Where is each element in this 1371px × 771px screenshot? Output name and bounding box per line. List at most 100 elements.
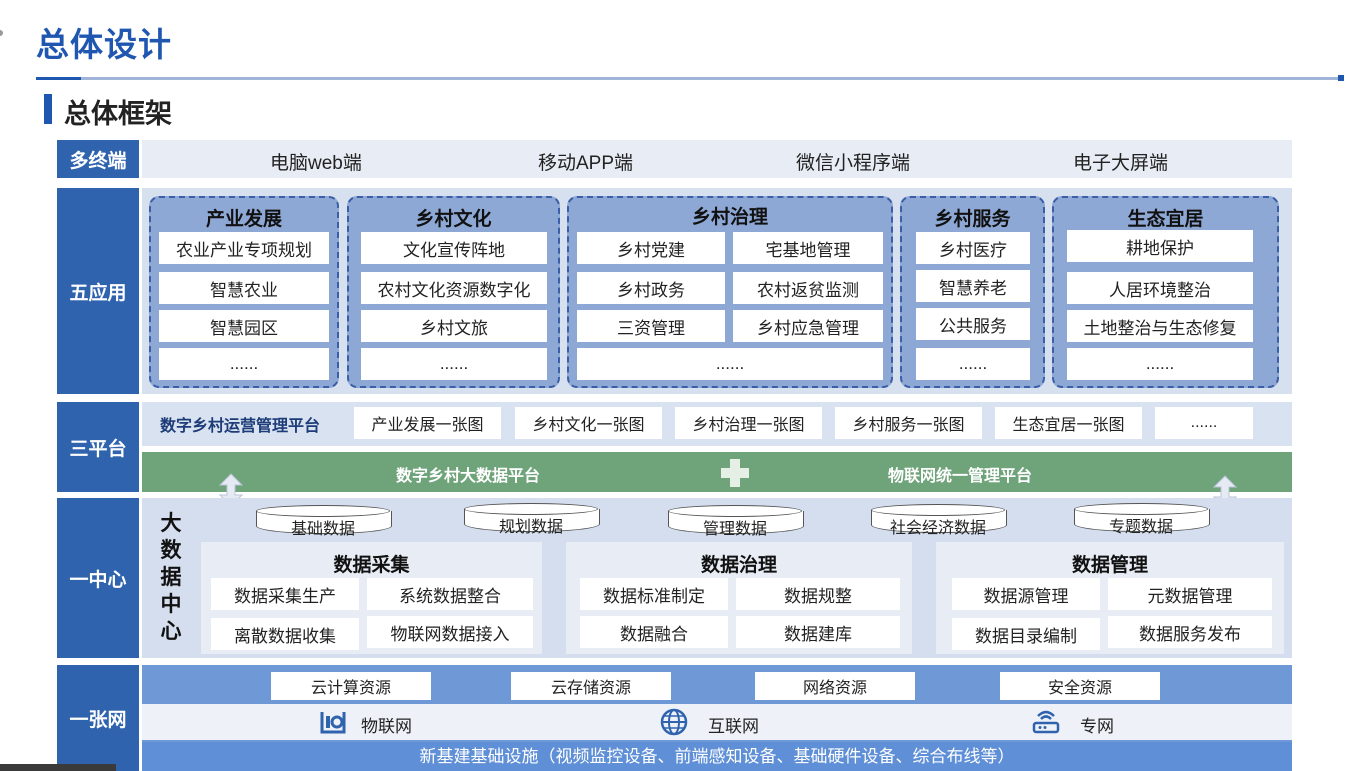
map-governance: 乡村治理一张图 [675,407,822,439]
app-item: ...... [361,348,547,380]
map-more: ...... [1155,407,1253,439]
iot-platform-label: 物联网统一管理平台 [888,468,1033,485]
app-item: 农村文化资源数字化 [361,272,547,304]
data-center-label-char: 中 [160,593,182,616]
database-label: 规划数据 [498,519,563,536]
resource-security: 安全资源 [1000,672,1160,700]
database-label: 基础数据 [290,521,355,538]
network-private-label: 专网 [1080,717,1114,736]
plus-icon-bar [721,468,749,478]
app-group-title: 乡村文化 [415,209,492,230]
app-group-service: 乡村服务 乡村医疗 智慧养老 公共服务 ...... [900,196,1045,388]
band-terminals: 多终端 [57,140,139,178]
panel-item: 数据目录编制 [952,618,1100,650]
band-center: 一中心 [57,498,139,658]
database-icon [668,511,804,534]
app-item: 智慧养老 [916,270,1030,302]
terminal-mobile-app: 移动APP端 [538,153,634,174]
map-industry: 产业发展一张图 [354,407,501,439]
resource-network: 网络资源 [755,672,915,700]
panel-item: 数据服务发布 [1108,616,1272,648]
panel-data-governance: 数据治理 数据标准制定 数据规整 数据融合 数据建库 [566,542,912,654]
iot-icon [320,712,346,734]
terminals-row [142,140,1292,178]
database-icon-top [256,505,390,517]
app-item: ...... [577,348,883,380]
app-group-ecology: 生态宜居 耕地保护 人居环境整治 土地整治与生态修复 ...... [1052,196,1279,388]
band-apps: 五应用 [57,188,139,394]
panel-item: 数据采集生产 [211,578,359,610]
panel-item: 物联网数据接入 [367,616,533,648]
terminal-web: 电脑web端 [270,153,362,174]
panel-title: 数据治理 [700,555,777,576]
app-item: 农村返贫监测 [733,272,883,304]
network-iot-label: 物联网 [361,717,412,736]
app-group-industry: 产业发展 农业产业专项规划 智慧农业 智慧园区 ...... [149,196,339,388]
panel-item: 数据融合 [580,616,728,648]
data-center-label-char: 大 [160,512,182,535]
database-socioeconomic: 社会经济数据 [871,504,1007,537]
panel-item: 数据标准制定 [580,578,728,610]
slide-marker-dot [0,30,3,36]
database-icon [1074,509,1210,532]
app-item: 三资管理 [577,310,725,342]
database-label: 管理数据 [702,521,767,538]
terminal-wechat-miniprogram: 微信小程序端 [796,153,911,174]
section-subtitle: 总体框架 [64,99,172,129]
app-item: 文化宣传阵地 [361,232,547,264]
data-center-label-char: 数 [160,539,182,562]
map-service: 乡村服务一张图 [835,407,982,439]
ops-platform-label: 数字乡村运营管理平台 [160,418,321,435]
terminal-big-screen: 电子大屏端 [1073,153,1169,174]
app-item: 乡村党建 [577,232,725,264]
app-item: 人居环境整治 [1067,272,1253,304]
panel-item: 离散数据收集 [211,618,359,650]
database-icon [871,510,1007,533]
panel-title: 数据管理 [1071,555,1148,576]
app-group-governance: 乡村治理 乡村党建 宅基地管理 乡村政务 农村返贫监测 三资管理 乡村应急管理 … [567,196,893,388]
bigdata-platform-label: 数字乡村大数据平台 [396,468,541,485]
map-ecology: 生态宜居一张图 [995,407,1142,439]
database-basic: 基础数据 [256,505,392,538]
app-item: 宅基地管理 [733,232,883,264]
app-group-title: 乡村服务 [934,209,1011,230]
panel-item: 数据规整 [736,578,900,610]
database-label: 专题数据 [1108,519,1173,536]
integration-bar [142,452,1292,492]
app-item: 智慧园区 [159,310,329,342]
app-item: ...... [159,348,329,380]
panel-item: 元数据管理 [1108,578,1272,610]
database-thematic: 专题数据 [1074,503,1210,536]
app-item: 耕地保护 [1067,230,1253,262]
database-label: 社会经济数据 [889,520,986,537]
panel-data-management: 数据管理 数据源管理 元数据管理 数据目录编制 数据服务发布 [936,542,1284,654]
database-management: 管理数据 [668,505,804,538]
data-center-label-char: 心 [160,620,182,643]
app-item: 土地整治与生态修复 [1067,310,1253,342]
panel-item: 数据源管理 [952,578,1100,610]
database-icon [464,509,600,532]
panel-title: 数据采集 [333,555,410,576]
app-group-title: 生态宜居 [1127,209,1204,230]
infrastructure-bar: 新基建基础设施（视频监控设备、前端感知设备、基础硬件设备、综合布线等） [142,742,1292,771]
app-item: 公共服务 [916,308,1030,340]
database-icon-top [1074,503,1208,515]
app-group-title: 产业发展 [205,209,282,230]
database-icon-top [464,503,598,515]
globe-icon [660,708,688,736]
subtitle-accent-bar [44,94,52,124]
app-item: 农业产业专项规划 [159,232,329,264]
resource-cloud-storage: 云存储资源 [511,672,671,700]
page-title: 总体设计 [36,26,172,63]
network-types-row [142,704,1292,740]
resource-cloud-compute: 云计算资源 [271,672,431,700]
database-icon-top [871,504,1005,516]
band-network: 一张网 [57,665,139,771]
title-divider-end [1338,75,1344,81]
app-item: 乡村应急管理 [733,310,883,342]
panel-data-collection: 数据采集 数据采集生产 系统数据整合 离散数据收集 物联网数据接入 [201,542,542,654]
app-item: ...... [1067,348,1253,380]
title-divider [36,77,1342,80]
band-platforms: 三平台 [57,402,139,492]
app-item: ...... [916,348,1030,380]
